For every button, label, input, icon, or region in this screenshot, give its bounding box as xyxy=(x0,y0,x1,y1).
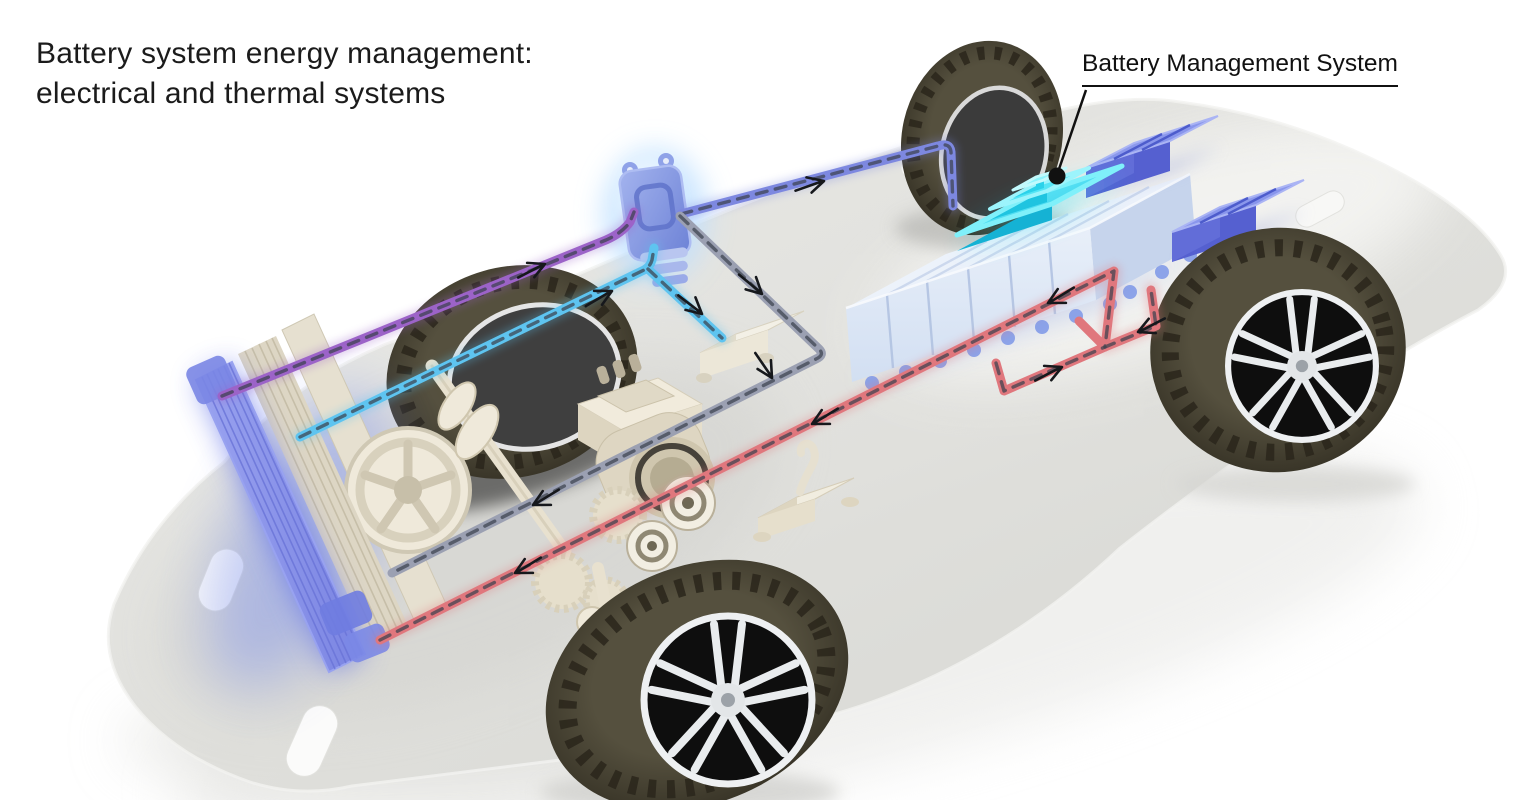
rear-left-wheel xyxy=(900,40,1064,236)
diagram-title-line1: Battery system energy management: xyxy=(36,37,533,70)
platform-pill xyxy=(1295,190,1345,228)
platform-pill xyxy=(285,705,339,777)
callout-dot xyxy=(1048,167,1066,185)
cooling-fan xyxy=(344,426,472,554)
bms-callout-label: Battery Management System xyxy=(1082,50,1398,87)
diagram-title-line2: electrical and thermal systems xyxy=(36,77,446,110)
rear-right-wheel xyxy=(1150,227,1415,502)
pump-unit xyxy=(753,439,859,542)
axle-shaft xyxy=(425,359,572,559)
callout-leader xyxy=(1048,89,1088,185)
diagram-title: Battery system energy management: electr… xyxy=(36,34,533,114)
radiator-manifold xyxy=(319,590,373,636)
front-left-wheel xyxy=(540,559,849,800)
radiator-stack xyxy=(186,313,472,689)
bms-module xyxy=(954,163,1125,251)
flow-lines xyxy=(214,137,1164,648)
